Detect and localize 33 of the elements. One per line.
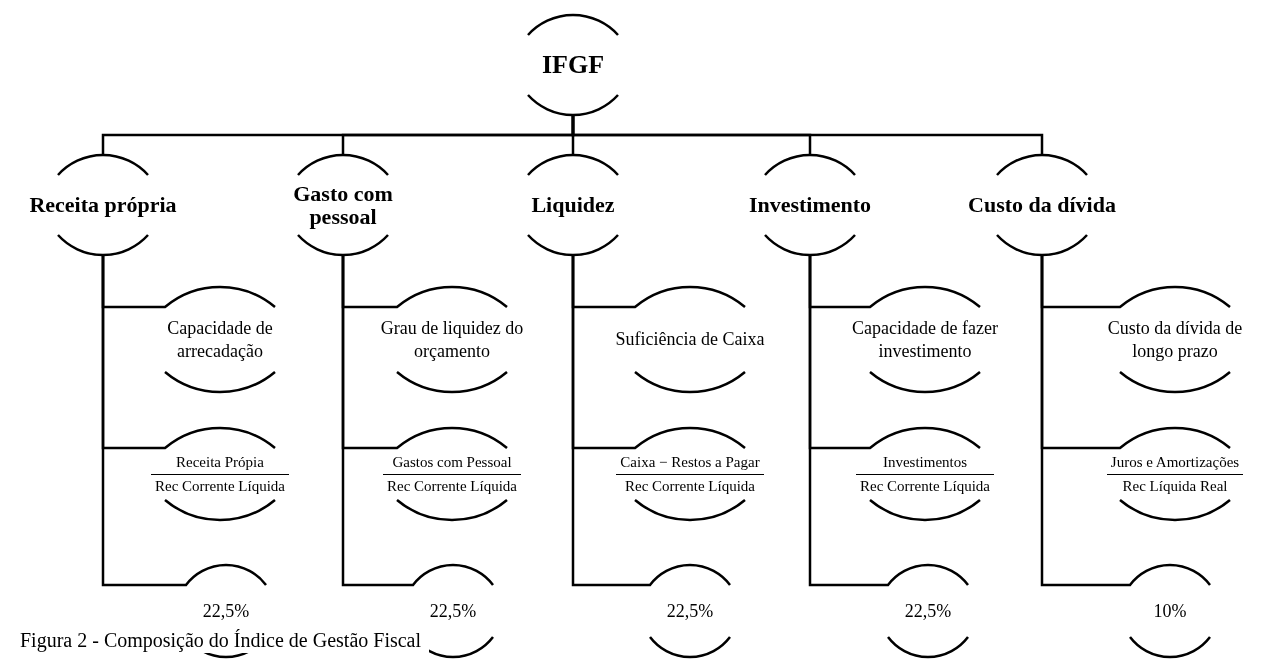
percentage-label: 22,5%	[202, 599, 250, 623]
node-label: Custo da dívida de longo prazo	[1106, 317, 1244, 362]
fraction-numerator: Receita Própia	[175, 452, 265, 472]
connector-line	[341, 255, 398, 587]
node-label: IFGF	[541, 48, 605, 81]
percentage-label: 22,5%	[666, 599, 714, 623]
connector-line	[571, 255, 635, 587]
node-label: Custo da dívida	[968, 193, 1116, 217]
fraction-denominator: Rec Corrente Líquida	[859, 476, 991, 496]
connector-line	[101, 255, 171, 587]
node-label: Grau de liquidez do orçamento	[379, 317, 525, 362]
figure-caption: Figura 2 - Composição do Índice de Gestão Fiscal	[20, 628, 430, 653]
node-label: Liquidez	[531, 193, 615, 217]
node-label: Investimento	[748, 193, 872, 217]
fraction-denominator: Rec Corrente Líquida	[624, 476, 756, 496]
node-label: Gasto com pessoal	[292, 181, 394, 229]
fraction-numerator: Caixa − Restos a Pagar	[619, 452, 761, 472]
fraction-numerator: Gastos com Pessoal	[391, 452, 513, 472]
percentage-label: 22,5%	[429, 599, 477, 623]
node-label: Suficiência de Caixa	[615, 328, 765, 351]
percentage-label: 22,5%	[904, 599, 952, 623]
fraction-numerator: Investimentos	[881, 452, 969, 472]
connector-line	[571, 115, 1044, 155]
node-label: Capacidade de arrecadação	[166, 317, 274, 362]
percentage-label: 10%	[1153, 599, 1187, 623]
fraction-numerator: Juros e Amortizações	[1109, 452, 1241, 472]
fraction-denominator: Rec Líquida Real	[1121, 476, 1229, 496]
node-label: Capacidade de fazer investimento	[851, 317, 999, 362]
node-label: Receita própria	[29, 193, 177, 217]
fraction-denominator: Rec Corrente Líquida	[386, 476, 518, 496]
fraction-denominator: Rec Corrente Líquida	[154, 476, 286, 496]
connector-line	[1040, 255, 1115, 587]
connector-line	[808, 255, 873, 587]
